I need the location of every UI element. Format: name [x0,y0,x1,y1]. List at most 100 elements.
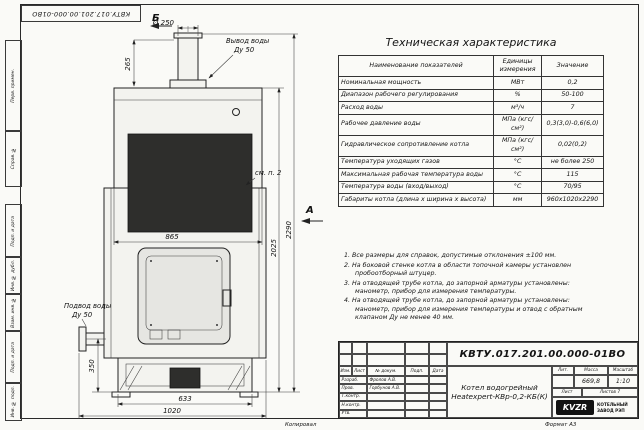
margin-label: Справ. № [11,147,16,170]
sheets-label: Листов [599,390,616,395]
inlet-callout: Подвод воды Ду 50 [64,302,112,327]
furnace-opening [127,133,253,233]
spec-title: Техническая характеристика [385,36,557,49]
spec-value: 960х1020х2290 [541,193,604,207]
svg-text:1020: 1020 [163,407,181,415]
col-data: Дата [429,366,447,376]
company-line1: КОТЕЛЬНЫЙ [597,402,628,408]
company-cell: KVZR КОТЕЛЬНЫЙ ЗАВОД РЭП [552,397,638,418]
margin-box-vzam: Взам. инв. № [5,293,22,332]
sign-name: Фролов А.В. [367,376,405,385]
company-line2: ЗАВОД РЭП [597,407,625,413]
margin-box-perv: Перв. примен. [5,40,22,132]
boiler-front-view: Б [64,13,323,419]
kvzr-logo: KVZR [556,400,594,415]
spec-name: Рабочее давление воды [337,113,495,136]
col-izm: Изм. [339,366,352,376]
sheets-value: 7 [617,390,621,395]
sign-name [367,409,405,418]
spec-table: Наименование показателей Единицы измерен… [337,55,604,207]
sheet-label: Лист [552,388,582,397]
title-block-signatures: Изм. Лист № докум. Подп. Дата Разраб. Фр… [339,342,447,418]
spec-units: м³/ч [493,101,543,115]
spec-col-units: Единицы измерения [493,55,543,77]
spec-header-row: Наименование показателей Единицы измерен… [337,55,604,77]
note-item: 2. На боковой стенке котла в области топ… [344,261,572,277]
spec-name: Температура уходящих газов [337,155,495,169]
sign-role: Утв. [339,409,367,418]
spec-name: Температура воды (вход/выход) [337,180,495,194]
svg-text:633: 633 [178,395,191,403]
dim-1020: 1020 [78,353,267,419]
spec-name: Габариты котла (длина х ширина х высота) [337,193,495,207]
dim-865: 865 [113,188,263,245]
spec-units: МПа (кгс/см²) [493,113,543,136]
company-name: КОТЕЛЬНЫЙ ЗАВОД РЭП [597,402,628,413]
svg-text:Ø 250: Ø 250 [152,19,175,27]
sign-name: Горбунов А.В. [367,384,405,393]
footer-format: Формат А3 [545,422,577,428]
spec-units: °С [493,180,543,194]
spec-value: 7 [541,101,604,115]
mass-label: Масса [574,366,608,375]
spec-value: 70/95 [541,180,604,194]
spec-value: 0,3(3,0)-0,6(6,0) [541,113,604,136]
col-dokum: № докум. [367,366,405,376]
dim-265: 265 [124,39,174,87]
spec-name: Диапазон рабочего регулирования [337,88,495,102]
spec-value: не более 250 [541,155,604,169]
note-item: 1. Все размеры для справок, допустимые о… [344,252,557,259]
dim-pipe-diameter: Ø 250 [152,19,199,36]
margin-box-podp1: Подп. и дата [5,204,22,258]
view-b-marker: Б [150,13,172,29]
margin-label: Взам. инв. № [11,297,16,328]
lit-value [552,375,574,388]
product-name-line2: Heatexpert-КВр-0,2-КБ(К) [451,392,548,401]
sign-role: Т.контр. [339,392,367,402]
product-name: Котел водогрейный Heatexpert-КВр-0,2-КБ(… [447,366,552,418]
document-designation: КВТУ.017.201.00.000-01ВО [447,342,638,366]
spec-units: % [493,88,543,102]
margin-box-sprav: Справ. № [5,130,22,187]
boiler-base [111,357,259,398]
note2-callout: см. п. 2 [245,169,281,186]
spec-units: мм [493,193,543,207]
svg-text:см. п. 2: см. п. 2 [255,169,281,177]
margin-label: Перв. примен. [11,69,16,103]
outlet-callout: Вывод воды Ду 50 [208,37,270,79]
svg-text:350: 350 [88,359,96,373]
spec-row: Диапазон рабочего регулирования%50-100 [337,88,604,102]
dim-350: 350 [86,338,118,393]
svg-text:865: 865 [165,233,179,241]
svg-text:А: А [305,205,314,216]
ash-drawer [169,367,201,389]
spec-units: °С [493,155,543,169]
col-list: Лист [352,366,367,376]
note-item: 4. На отводящей трубе котла, до запорной… [344,297,583,321]
spec-units: °С [493,168,543,182]
sign-role: Разраб. [339,376,367,385]
spec-value: 50-100 [541,88,604,102]
chimney [169,32,207,89]
margin-box-inv-podl: Инв. № подл. [5,382,22,421]
spec-value: 115 [541,168,604,182]
margin-box-podp2: Подп. и дата [5,330,22,384]
fitting-port [232,108,240,116]
svg-text:Ду 50: Ду 50 [71,311,92,319]
note-item: 3. На отводящей трубе котла, до запорной… [344,279,570,295]
door-handle [222,289,232,307]
margin-label: Подп. и дата [11,341,16,373]
col-podp: Подп. [405,366,429,376]
spec-name: Гидравлическое сопротивление котла [337,134,495,157]
scale-label: Масштаб [608,366,638,375]
dim-2025: 2025 [252,87,300,393]
spec-col-value: Значение [541,55,604,77]
view-a-marker: А [301,205,323,224]
